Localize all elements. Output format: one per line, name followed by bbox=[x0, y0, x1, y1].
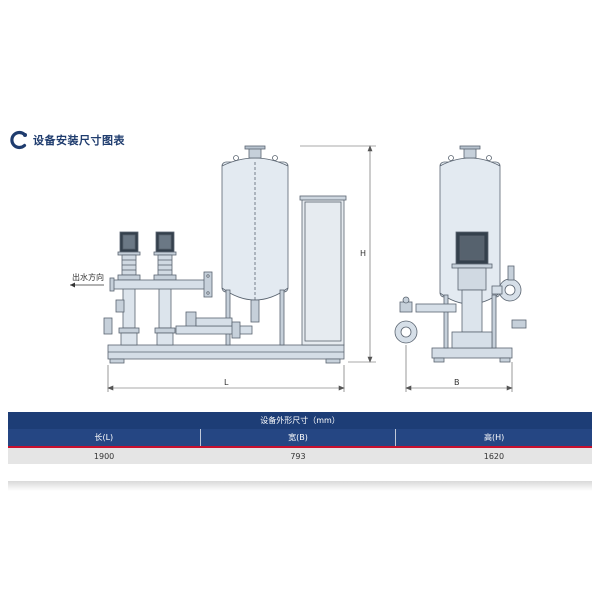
header-height: 高(H) bbox=[395, 429, 592, 447]
pressure-tank bbox=[221, 145, 289, 346]
header-width: 宽(B) bbox=[199, 429, 396, 447]
value-width: 793 bbox=[200, 446, 396, 464]
dimension-length-label: L bbox=[224, 378, 229, 387]
pump-unit-2 bbox=[153, 231, 177, 346]
dimensions-table: 设备外形尺寸（mm） 长(L) 宽(B) 高(H) 1900 793 1620 bbox=[8, 412, 592, 464]
table-shadow bbox=[8, 481, 592, 491]
c-ring-icon bbox=[10, 130, 27, 150]
table-caption-row: 设备外形尺寸（mm） bbox=[8, 412, 592, 429]
outlet-direction-marker bbox=[70, 282, 104, 288]
side-base bbox=[431, 347, 513, 359]
outlet-direction-label: 出水方向 bbox=[72, 272, 104, 282]
table-caption: 设备外形尺寸（mm） bbox=[8, 412, 592, 429]
section-header: 设备安装尺寸图表 bbox=[8, 128, 125, 152]
installation-drawing: 出水方向 L H B bbox=[70, 145, 527, 392]
dimension-width-label: B bbox=[454, 378, 460, 387]
value-height: 1620 bbox=[395, 446, 592, 464]
side-pump-unit bbox=[451, 231, 493, 349]
table-header-row: 长(L) 宽(B) 高(H) bbox=[8, 429, 592, 447]
dimension-height-label: H bbox=[360, 249, 366, 258]
table-row: 1900 793 1620 bbox=[8, 446, 592, 464]
dimension-length-line bbox=[107, 365, 345, 392]
dimension-height-line bbox=[300, 145, 376, 363]
section-title: 设备安装尺寸图表 bbox=[33, 134, 125, 147]
header-length: 长(L) bbox=[8, 429, 201, 447]
pump-unit-1 bbox=[117, 231, 141, 346]
control-cabinet bbox=[299, 195, 347, 346]
dimension-width-line bbox=[405, 345, 513, 392]
outlet-manifold bbox=[111, 279, 209, 290]
value-length: 1900 bbox=[8, 446, 201, 464]
inlet-pipe bbox=[175, 325, 253, 335]
